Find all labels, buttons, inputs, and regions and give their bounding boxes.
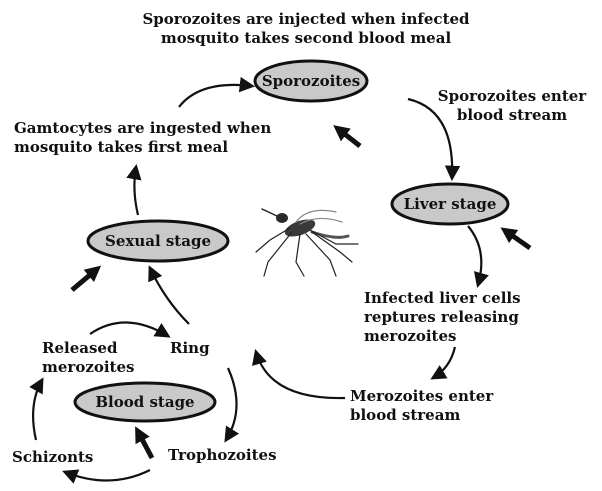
mosquito-image bbox=[256, 209, 358, 276]
node-liver-stage: Liver stage bbox=[392, 184, 508, 224]
arrow-ring-to-trophozoites bbox=[226, 368, 237, 440]
arrow-infected-cells-to-merozoites bbox=[433, 347, 455, 378]
pointer-arrow-sporozoites bbox=[328, 119, 365, 153]
arrow-liver-to-infected-cells bbox=[468, 226, 481, 285]
arrow-ring-to-sexual-stage bbox=[150, 268, 189, 324]
pointer-arrow-sexual bbox=[67, 259, 106, 296]
pointer-arrow-liver bbox=[496, 221, 535, 255]
label-infected-liver-cells: Infected liver cells reptures releasing … bbox=[364, 289, 521, 346]
label-released-merozoites: Released merozoites bbox=[42, 339, 134, 377]
arrow-sexual-to-gametocytes bbox=[134, 167, 138, 215]
label-ring: Ring bbox=[170, 339, 210, 358]
arrow-gametocytes-to-sporozoites bbox=[179, 85, 252, 107]
arrow-trophozoites-to-schizonts bbox=[65, 470, 150, 481]
label-sporozoites-enter: Sporozoites enter blood stream bbox=[432, 87, 592, 125]
arrow-released-to-ring bbox=[90, 322, 168, 336]
label-gametocytes-ingested: Gamtocytes are ingested when mosquito ta… bbox=[14, 119, 271, 157]
arrow-merozoites-to-ring bbox=[256, 352, 345, 398]
arrow-schizonts-to-released bbox=[33, 380, 42, 440]
node-sporozoites: Sporozoites bbox=[255, 61, 367, 101]
label-merozoites-enter: Merozoites enter blood stream bbox=[350, 387, 493, 425]
label-sporozoites-injected: Sporozoites are injected when infected m… bbox=[96, 10, 516, 48]
label-schizonts: Schizonts bbox=[12, 448, 93, 467]
node-sexual-stage: Sexual stage bbox=[88, 221, 228, 261]
pointer-arrow-blood bbox=[128, 422, 159, 461]
label-trophozoites: Trophozoites bbox=[168, 446, 277, 465]
node-blood-stage: Blood stage bbox=[75, 383, 215, 421]
